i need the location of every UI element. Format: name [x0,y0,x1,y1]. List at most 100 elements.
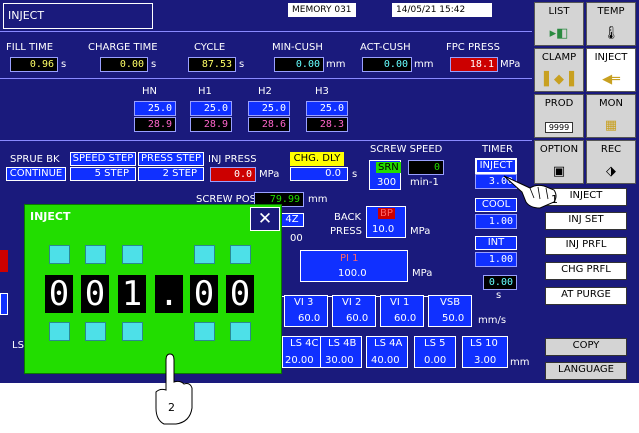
popup-close-button[interactable]: ✕ [250,207,280,231]
heater-set-h3[interactable]: 25.0 [306,101,348,116]
charge-time-label: CHARGE TIME [88,42,158,53]
timer-int-value[interactable]: 1.00 [475,252,517,267]
digit-5: 0 [226,275,254,313]
sprue-bk-label: SPRUE BK [10,154,60,165]
datetime: 14/05/21 15:42 [396,5,466,15]
callout-2: 2 [168,401,175,414]
divider [0,140,532,141]
prod-button[interactable]: PROD 9999 [534,94,584,138]
machine-screen: INJECT MEMORY 031 14/05/21 15:42 FILL TI… [0,0,532,383]
ls5-box[interactable] [414,336,456,368]
timer-extra-value: 0.00 [483,275,517,290]
min-cush-value[interactable]: 0.00 [274,57,324,72]
clamp-button[interactable]: CLAMP ▌◆▐ [534,48,584,92]
digit-3-up-key[interactable] [122,245,143,264]
vi2-box[interactable] [332,295,376,327]
menu-inj-prfl-button[interactable]: INJ PRFL [545,237,627,255]
ls-partial-label: LS [12,340,24,351]
hand-pointer-icon [155,353,193,425]
inject-popup: INJECT ✕ 0 0 1 . 0 0 [24,204,282,374]
vi1-box[interactable] [380,295,424,327]
vsb-box[interactable] [428,295,472,327]
pi1-box[interactable] [300,250,408,282]
sprue-bk-button[interactable]: CONTINUE [6,167,66,181]
heater-set-h2[interactable]: 25.0 [248,101,290,116]
act-cush-label: ACT-CUSH [360,42,411,53]
heater-set-h1[interactable]: 25.0 [190,101,232,116]
screw-speed-label: SCREW SPEED [370,144,443,155]
digit-1-up-key[interactable] [49,245,70,264]
heater-actual-h3: 28.3 [306,117,348,132]
page-title: INJECT [8,9,45,22]
mon-button[interactable]: MON ▦ [586,94,636,138]
digit-3: 1 [118,275,146,313]
rec-button[interactable]: REC ⬗ [586,140,636,184]
monitor-icon: ▦ [604,118,618,133]
digit-5-down-key[interactable] [230,322,251,341]
callout-1: 1 [551,193,558,206]
language-button[interactable]: LANGUAGE [545,362,627,380]
hand-pointer-icon [503,175,557,209]
fill-time-label: FILL TIME [6,42,54,53]
menu-chg-prfl-button[interactable]: CHG PRFL [545,262,627,280]
screw-pos-label: SCREW POS [196,194,256,205]
pi1-label: PI 1 [340,253,359,264]
timer-cool-value[interactable]: 1.00 [475,214,517,229]
digit-1-down-key[interactable] [49,322,70,341]
ls10-box[interactable] [462,336,508,368]
heater-label-h3: H3 [315,86,329,97]
divider [0,78,532,79]
heater-label-h2: H2 [258,86,272,97]
counter-icon: 9999 [545,122,573,133]
digit-3-down-key[interactable] [122,322,143,341]
heater-actual-hn: 28.9 [134,117,176,132]
memory-indicator: MEMORY 031 [292,5,352,15]
fpc-press-value[interactable]: 18.1 [450,57,498,72]
temp-button[interactable]: TEMP 🌡 [586,2,636,46]
clamp-icon: ▌◆▐ [544,72,574,87]
digit-4-up-key[interactable] [194,245,215,264]
popup-title: INJECT [30,210,71,223]
inj-press-value: 0.0 [210,167,256,182]
option-button[interactable]: OPTION ▣ [534,140,584,184]
thermometer-icon: 🌡 [602,26,620,41]
ls4a-box[interactable] [366,336,408,368]
bp-label: BP [378,208,395,219]
cycle-label: CYCLE [194,42,226,53]
fpc-press-label: FPC PRESS [446,42,500,53]
timer-inject-label[interactable]: INJECT [475,158,517,174]
digit-4: 0 [190,275,218,313]
speed-step-label: SPEED STEP [70,152,136,166]
inject-button[interactable]: INJECT ◀═ [586,48,636,92]
ls4c-box[interactable] [282,336,322,368]
list-button[interactable]: LIST ▸◧ [534,2,584,46]
cycle-value[interactable]: 87.53 [188,57,236,72]
srn-value: 300 [377,177,397,188]
vi-row-bar [282,296,472,297]
list-icon: ▸◧ [549,26,569,41]
ls4b-box[interactable] [320,336,362,368]
heater-label-hn: HN [142,86,157,97]
menu-at-purge-button[interactable]: AT PURGE [545,287,627,305]
press-step-button[interactable]: 2 STEP [138,167,204,181]
fill-time-value[interactable]: 0.96 [10,57,58,72]
act-cush-value[interactable]: 0.00 [362,57,412,72]
pi1-value: 100.0 [338,268,367,279]
menu-inj-set-button[interactable]: INJ SET [545,212,627,230]
heater-set-hn[interactable]: 25.0 [134,101,176,116]
digit-5-up-key[interactable] [230,245,251,264]
speed-step-button[interactable]: 5 STEP [70,167,136,181]
close-icon: ✕ [257,209,273,229]
charge-time-value[interactable]: 0.00 [100,57,148,72]
back-press-value: 10.0 [372,224,395,235]
copy-button[interactable]: COPY [545,338,627,356]
record-icon: ⬗ [606,164,616,179]
heater-actual-h2: 28.6 [248,117,290,132]
min-cush-label: MIN-CUSH [272,42,323,53]
vi3-box[interactable] [284,295,328,327]
digit-2-down-key[interactable] [85,322,106,341]
chg-dly-value[interactable]: 0.0 [290,167,348,181]
digit-4-down-key[interactable] [194,322,215,341]
heater-label-h1: H1 [198,86,212,97]
digit-2-up-key[interactable] [85,245,106,264]
